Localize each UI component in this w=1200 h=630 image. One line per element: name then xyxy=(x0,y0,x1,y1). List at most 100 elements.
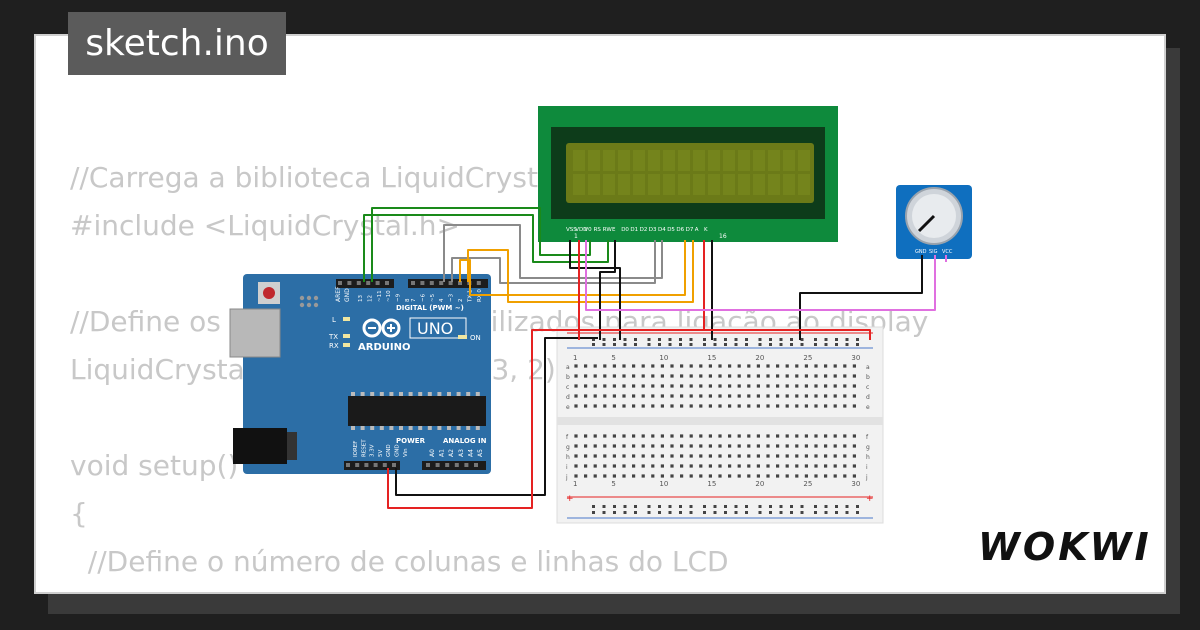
breadboard-hole xyxy=(756,384,760,388)
header-hole xyxy=(356,281,361,285)
breadboard-hole xyxy=(747,474,751,478)
row-letter: f xyxy=(566,434,569,441)
chip-leg xyxy=(370,392,375,396)
lcd-char-cell xyxy=(693,174,705,195)
breadboard-hole xyxy=(680,474,684,478)
breadboard-hole xyxy=(833,464,837,468)
breadboard-hole xyxy=(651,434,655,438)
chip-leg xyxy=(418,426,423,430)
breadboard-hole xyxy=(670,434,674,438)
rail-hole xyxy=(758,511,762,514)
breadboard-hole xyxy=(737,364,741,368)
wire-black xyxy=(395,337,598,496)
breadboard-hole xyxy=(708,364,712,368)
row-letter: e xyxy=(866,404,870,411)
reset-button[interactable] xyxy=(263,287,275,299)
lcd-char-cell xyxy=(648,150,660,171)
rail-hole xyxy=(734,343,738,346)
breadboard-hole xyxy=(632,374,636,378)
row-letter: d xyxy=(566,394,570,401)
breadboard-hole xyxy=(718,404,722,408)
breadboard-hole xyxy=(708,374,712,378)
breadboard-hole xyxy=(718,374,722,378)
rail-hole xyxy=(824,511,828,514)
breadboard-hole xyxy=(728,474,732,478)
rail-hole xyxy=(745,343,748,346)
rail-hole xyxy=(745,511,748,514)
breadboard-hole xyxy=(785,364,789,368)
breadboard-hole xyxy=(785,474,789,478)
lcd-pin-label: D4 xyxy=(658,227,666,233)
rail-hole xyxy=(634,511,637,514)
breadboard-hole xyxy=(814,434,818,438)
digital-pin-label: ~9 xyxy=(396,293,402,302)
breadboard-hole xyxy=(852,374,856,378)
lcd-char-cell xyxy=(573,150,585,171)
wire-black xyxy=(569,240,621,340)
breadboard-hole xyxy=(708,404,712,408)
breadboard-hole xyxy=(756,374,760,378)
breadboard-hole xyxy=(603,444,607,448)
chip-leg xyxy=(447,426,451,430)
breadboard-hole xyxy=(603,364,607,368)
lcd-pin-label: VSS xyxy=(566,227,577,233)
breadboard-hole xyxy=(776,444,780,448)
lcd-pin-label: V0 xyxy=(584,227,592,233)
pin-label-gnd: GND xyxy=(344,288,351,302)
breadboard-hole xyxy=(708,464,712,468)
lcd-char-cell xyxy=(648,174,660,195)
breadboard-hole xyxy=(737,394,741,398)
lcd-corner-label: 16 xyxy=(719,233,727,240)
header-hole xyxy=(411,281,415,285)
column-number: 1 xyxy=(573,480,577,488)
rail-hole xyxy=(845,343,849,346)
potentiometer[interactable]: GND SIG VCC xyxy=(896,185,972,259)
analog-pin-label: A2 xyxy=(448,449,455,457)
rail-hole xyxy=(800,343,804,346)
digital-pin-label: 7 xyxy=(411,298,417,302)
chip-leg xyxy=(466,426,471,430)
rail-hole xyxy=(724,505,727,508)
breadboard-hole xyxy=(603,474,607,478)
breadboard-hole xyxy=(718,394,722,398)
lcd-char-cell xyxy=(708,150,720,171)
row-letter: j xyxy=(865,474,868,481)
breadboard-hole xyxy=(776,384,780,388)
breadboard-hole xyxy=(814,444,818,448)
breadboard-hole xyxy=(785,444,789,448)
breadboard-hole xyxy=(699,434,703,438)
breadboard-hole xyxy=(804,474,808,478)
lcd-char-cell xyxy=(663,174,675,195)
rail-hole xyxy=(758,338,762,341)
power-pin-label: GND xyxy=(395,444,401,457)
analog-pin-label: A3 xyxy=(458,449,465,457)
lcd-char-cell xyxy=(588,150,600,171)
breadboard-hole xyxy=(814,464,818,468)
breadboard-hole xyxy=(824,444,828,448)
breadboard-hole xyxy=(680,394,684,398)
breadboard-hole xyxy=(852,444,856,448)
row-letter: f xyxy=(866,434,869,441)
breadboard-hole xyxy=(824,404,828,408)
breadboard-hole xyxy=(833,374,837,378)
lcd-char-cell xyxy=(783,174,795,195)
row-letter: i xyxy=(566,464,568,471)
lcd-pin-label: D5 xyxy=(667,227,675,233)
chip-leg xyxy=(399,392,403,396)
wire-red xyxy=(387,329,871,509)
chip-leg xyxy=(456,392,461,396)
rail-hole xyxy=(790,338,793,341)
column-number: 5 xyxy=(611,354,615,362)
breadboard-hole xyxy=(651,374,655,378)
breadboard-hole xyxy=(737,444,741,448)
header-hole xyxy=(346,463,350,467)
digital-pin-label: 2 xyxy=(458,299,464,303)
breadboard-hole xyxy=(699,384,703,388)
breadboard-hole xyxy=(814,394,818,398)
breadboard-hole xyxy=(584,434,588,438)
rail-hole xyxy=(623,338,627,341)
filename-tab[interactable]: sketch.ino xyxy=(68,12,286,75)
lcd-char-cell xyxy=(723,150,735,171)
breadboard-hole xyxy=(660,394,664,398)
